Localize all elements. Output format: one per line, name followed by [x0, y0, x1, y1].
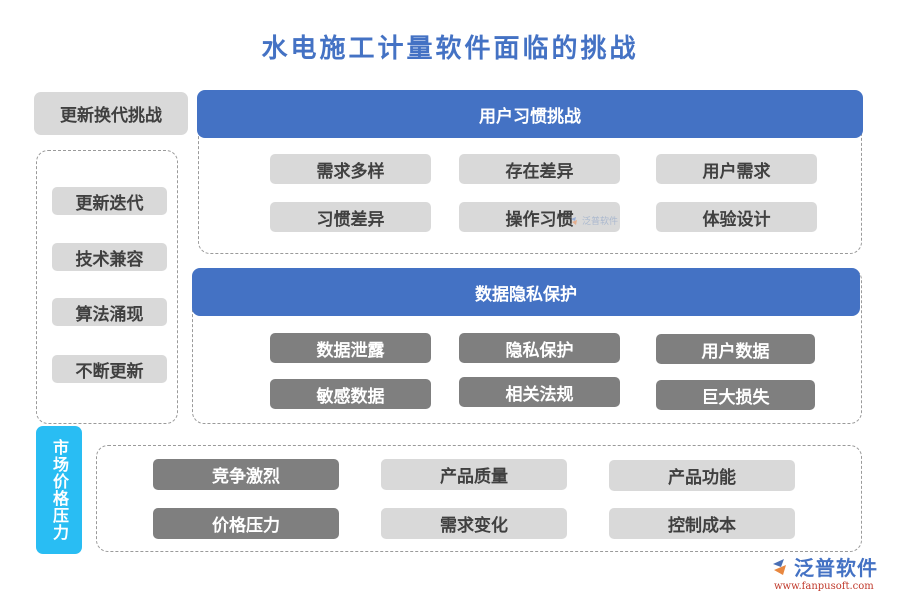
left-item-1: 更新迭代 — [52, 187, 167, 215]
brand-logo-icon — [773, 558, 786, 575]
page-title: 水电施工计量软件面临的挑战 — [261, 34, 639, 64]
left-item-2: 技术兼容 — [52, 243, 167, 271]
user-habit-item-1: 需求多样 — [270, 154, 431, 184]
user-habit-header: 用户习惯挑战 — [197, 90, 863, 138]
market-item-2: 产品质量 — [381, 459, 567, 490]
privacy-item-2: 隐私保护 — [459, 333, 620, 363]
market-item-1: 竞争激烈 — [153, 459, 339, 490]
watermark: 泛普软件 — [570, 214, 618, 227]
privacy-item-1: 数据泄露 — [270, 333, 431, 363]
market-item-4: 价格压力 — [153, 508, 339, 539]
left-item-4: 不断更新 — [52, 355, 167, 383]
user-habit-item-3: 用户需求 — [656, 154, 817, 184]
user-habit-item-6: 体验设计 — [656, 202, 817, 232]
user-habit-item-5: 操作习惯 — [459, 202, 620, 232]
market-item-5: 需求变化 — [381, 508, 567, 539]
left-section-box — [36, 150, 178, 424]
privacy-header: 数据隐私保护 — [192, 268, 860, 316]
brand-name: 泛普软件 — [794, 556, 878, 580]
privacy-item-5: 相关法规 — [459, 377, 620, 407]
market-item-3: 产品功能 — [609, 460, 795, 491]
privacy-item-3: 用户数据 — [656, 334, 815, 364]
left-section-header: 更新换代挑战 — [34, 92, 188, 135]
watermark-logo-icon — [571, 216, 577, 225]
market-box — [96, 445, 862, 552]
left-item-3: 算法涌现 — [52, 298, 167, 326]
watermark-text: 泛普软件 — [582, 217, 619, 227]
brand-logo: 泛普软件 www.fanpusoft.com — [770, 552, 895, 597]
user-habit-item-2: 存在差异 — [459, 154, 620, 184]
user-habit-item-4: 习惯差异 — [270, 202, 431, 232]
brand-url: www.fanpusoft.com — [774, 581, 874, 592]
market-section-label: 市场价格压力 — [36, 426, 82, 554]
privacy-item-6: 巨大损失 — [656, 380, 815, 410]
privacy-item-4: 敏感数据 — [270, 379, 431, 409]
market-item-6: 控制成本 — [609, 508, 795, 539]
